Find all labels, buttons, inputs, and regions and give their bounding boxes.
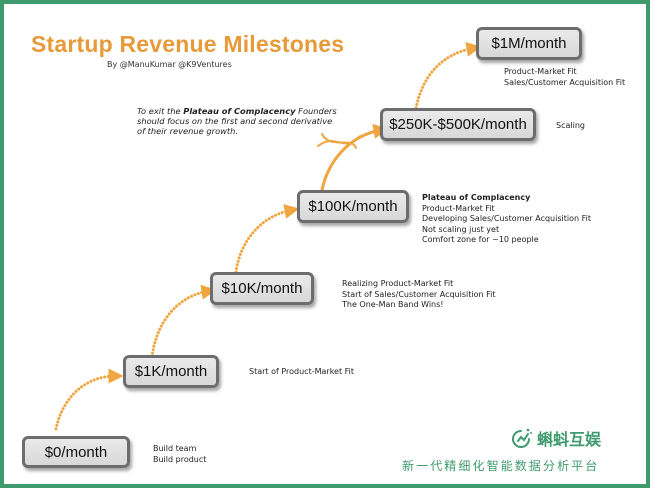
note-text-before: To exit the <box>137 106 184 116</box>
milestone-box-10k: $10K/month <box>210 272 314 305</box>
desc-line: Product-Market Fit <box>422 203 495 213</box>
desc-line: Start of Product-Market Fit <box>249 367 355 376</box>
milestone-box-250k-500k: $250K-$500K/month <box>380 108 536 141</box>
byline: By @ManuKumar @K9Ventures <box>107 60 232 69</box>
milestone-desc-0: Build team Build product <box>153 444 206 465</box>
plateau-curve-b <box>317 135 361 147</box>
milestone-desc-10k: Realizing Product-Market Fit Start of Sa… <box>342 279 495 311</box>
note-emphasis: Plateau of Complacency <box>183 106 296 116</box>
arrow-1k-to-10k <box>150 284 217 359</box>
growth-arrows <box>54 41 482 431</box>
milestone-box-1m: $1M/month <box>476 27 582 60</box>
brand-tagline: 新一代精细化智能数据分析平台 <box>402 459 600 473</box>
plateau-heading: Plateau of Complacency <box>422 193 531 202</box>
desc-line: Not scaling just yet <box>422 224 500 234</box>
arrow-250k-to-1m <box>414 41 482 110</box>
complacency-note: To exit the Plateau of Complacency Found… <box>137 106 337 136</box>
arrow-0-to-1k <box>54 368 124 431</box>
brand-name: 蝌蚪互娱 <box>537 430 602 449</box>
desc-line: Sales/Customer Acquisition Fit <box>504 77 626 87</box>
desc-line: Developing Sales/Customer Acquisition Fi… <box>422 214 591 223</box>
desc-line: The One-Man Band Wins! <box>342 300 444 309</box>
brand-logo-icon <box>512 428 532 448</box>
milestone-desc-250k-500k: Scaling <box>556 121 585 132</box>
arrow-10k-to-100k <box>234 204 300 274</box>
desc-line: Scaling <box>556 121 585 130</box>
desc-line: Product-Market Fit <box>504 67 577 76</box>
desc-line: Build product <box>153 454 207 464</box>
milestone-box-1k: $1K/month <box>123 355 219 388</box>
desc-line: Start of Sales/Customer Acquisition Fit <box>342 289 496 299</box>
desc-line: Build team <box>153 444 197 453</box>
arrow-100k-to-250k <box>320 123 389 192</box>
milestone-desc-1m: Product-Market Fit Sales/Customer Acquis… <box>504 67 625 88</box>
desc-line: Realizing Product-Market Fit <box>342 279 454 288</box>
note-text-after: Founders should focus on the first and s… <box>137 106 337 136</box>
desc-line: Comfort zone for ~10 people <box>422 235 539 244</box>
milestone-box-0: $0/month <box>22 436 130 468</box>
milestone-desc-1k: Start of Product-Market Fit <box>249 367 354 378</box>
watermark-brand: 蝌蚪互娱 <box>509 426 601 450</box>
diagram-title: Startup Revenue Milestones <box>31 31 345 57</box>
milestone-box-100k: $100K/month <box>297 190 409 223</box>
milestone-desc-100k: Plateau of Complacency Product-Market Fi… <box>422 193 591 246</box>
